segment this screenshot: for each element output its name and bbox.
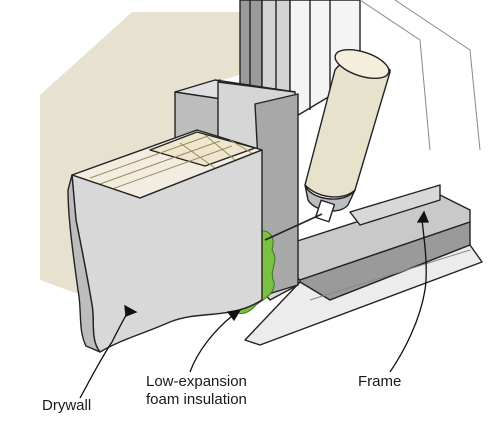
foam-leader [189,315,233,373]
frame-jamb [239,0,481,151]
drywall-label: Drywall [42,397,92,414]
foam-label-line1: Low-expansion [146,373,247,390]
frame-label: Frame [358,373,402,390]
drywall-leader [79,311,129,399]
spray-foam-can [264,48,391,241]
foam-arrowhead [226,309,242,322]
foam-insulation-label: Low-expansion foam insulation [146,373,247,409]
frame-arrowhead [416,210,429,223]
drywall-arrowhead [124,304,138,317]
drywall-panel [67,129,263,353]
leader-lines [79,210,429,399]
frame-leader [389,219,427,373]
foam-label-line2: foam insulation [146,391,247,408]
